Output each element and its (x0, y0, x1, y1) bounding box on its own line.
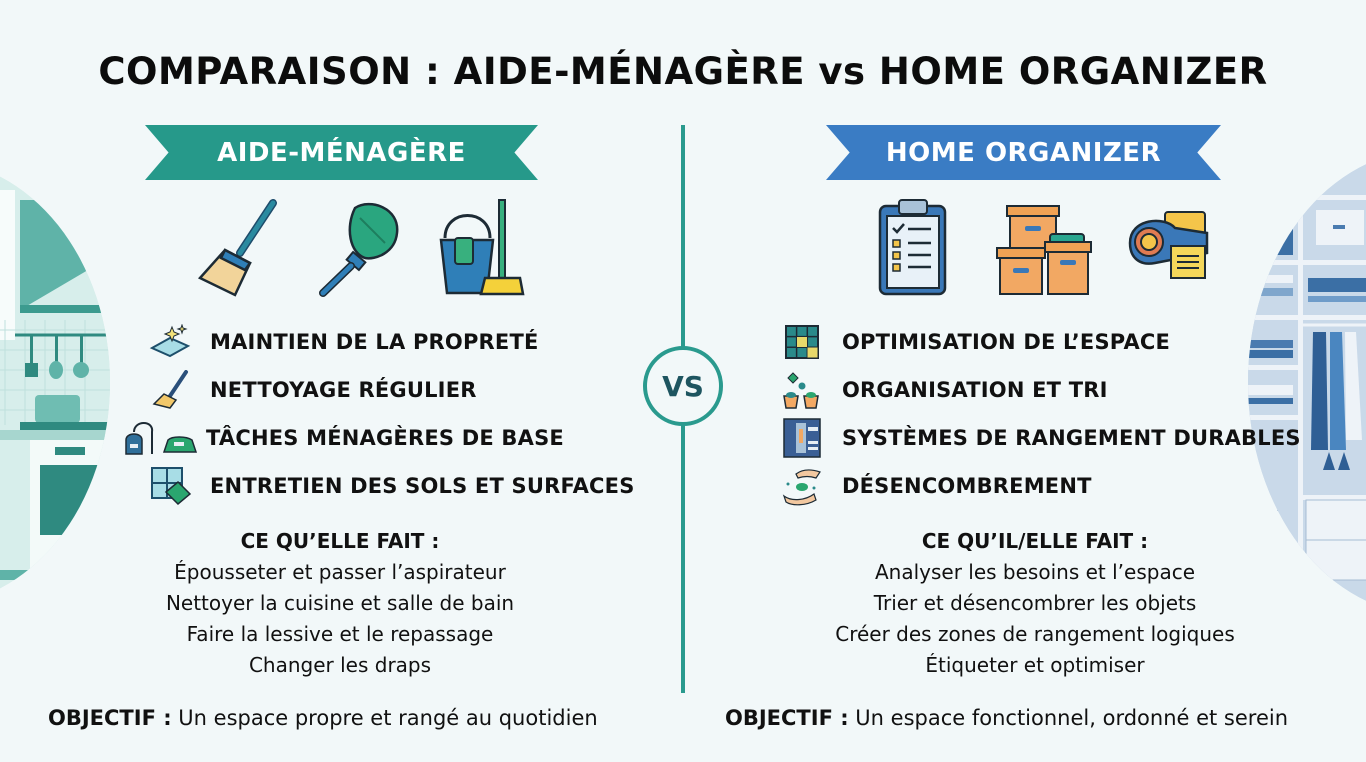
window-cloth-icon (148, 466, 192, 506)
storage-boxes-icon (996, 205, 1092, 295)
feature-label: TÂCHES MÉNAGÈRES DE BASE (206, 426, 564, 450)
feature-label: ORGANISATION ET TRI (842, 378, 1108, 402)
home-organizer-features: OPTIMISATION DE L’ESPACE ORGANISATION ET… (780, 318, 1301, 510)
bucket-mop-icon (439, 199, 525, 296)
sorting-bins-icon (780, 370, 824, 410)
wardrobe-icon (780, 418, 824, 458)
objective-text: Un espace fonctionnel, ordonné et serein (848, 706, 1289, 730)
feature-item: OPTIMISATION DE L’ESPACE (780, 318, 1301, 366)
vacuum-iron-icon (122, 418, 202, 458)
home-organizer-banner: HOME ORGANIZER (826, 125, 1221, 180)
feature-item: TÂCHES MÉNAGÈRES DE BASE (125, 414, 635, 462)
feature-label: DÉSENCOMBREMENT (842, 474, 1092, 498)
task-item: Créer des zones de rangement logiques (835, 622, 1235, 646)
feature-item: NETTOYAGE RÉGULIER (148, 366, 635, 414)
tasks-title: CE QU’IL/ELLE FAIT : (921, 529, 1149, 553)
task-item: Trier et désencombrer les objets (873, 591, 1197, 615)
task-item: Épousseter et passer l’aspirateur (174, 560, 506, 584)
task-item: Faire la lessive et le repassage (186, 622, 494, 646)
space-grid-icon (780, 322, 824, 362)
objective-label: OBJECTIF : (48, 706, 172, 730)
feature-label: MAINTIEN DE LA PROPRETÉ (210, 330, 539, 354)
feature-item: MAINTIEN DE LA PROPRETÉ (148, 318, 635, 366)
task-item: Étiqueter et optimiser (925, 653, 1145, 677)
feature-item: DÉSENCOMBREMENT (780, 462, 1301, 510)
clipboard-checklist-icon (878, 199, 947, 296)
objective-label: OBJECTIF : (725, 706, 849, 730)
home-organizer-objective: OBJECTIF : Un espace fonctionnel, ordonn… (725, 706, 1288, 730)
feature-item: SYSTÈMES DE RANGEMENT DURABLES (780, 414, 1301, 462)
feature-item: ENTRETIEN DES SOLS ET SURFACES (148, 462, 635, 510)
home-organizer-tasks: CE QU’IL/ELLE FAIT : Analyser les besoin… (775, 526, 1295, 681)
banner-label: AIDE-MÉNAGÈRE (217, 137, 466, 168)
aide-menagere-banner: AIDE-MÉNAGÈRE (145, 125, 538, 180)
sweeping-broom-icon (148, 370, 192, 410)
home-organizer-icons (875, 198, 1215, 298)
feature-label: NETTOYAGE RÉGULIER (210, 378, 477, 402)
hands-declutter-icon (780, 466, 824, 506)
task-item: Analyser les besoins et l’espace (874, 560, 1195, 584)
feature-item: ORGANISATION ET TRI (780, 366, 1301, 414)
feature-label: OPTIMISATION DE L’ESPACE (842, 330, 1171, 354)
feather-duster-icon (319, 202, 399, 297)
vs-label: VS (662, 369, 704, 403)
objective-text: Un espace propre et rangé au quotidien (171, 706, 598, 730)
label-maker-icon (1128, 211, 1209, 279)
aide-menagere-icons (195, 198, 525, 298)
sparkle-surface-icon (148, 322, 192, 362)
vs-badge: VS (643, 346, 723, 426)
page-title: COMPARAISON : AIDE-MÉNAGÈRE vs HOME ORGA… (98, 50, 1268, 93)
broom-icon (197, 199, 277, 297)
task-item: Nettoyer la cuisine et salle de bain (165, 591, 515, 615)
aide-menagere-features: MAINTIEN DE LA PROPRETÉ NETTOYAGE RÉGULI… (125, 318, 635, 510)
feature-label: SYSTÈMES DE RANGEMENT DURABLES (842, 426, 1301, 450)
banner-label: HOME ORGANIZER (885, 137, 1162, 168)
task-item: Changer les draps (248, 653, 432, 677)
aide-menagere-objective: OBJECTIF : Un espace propre et rangé au … (48, 706, 598, 730)
feature-label: ENTRETIEN DES SOLS ET SURFACES (210, 474, 635, 498)
aide-menagere-tasks: CE QU’ELLE FAIT : Épousseter et passer l… (90, 526, 590, 681)
tasks-title: CE QU’ELLE FAIT : (240, 529, 440, 553)
